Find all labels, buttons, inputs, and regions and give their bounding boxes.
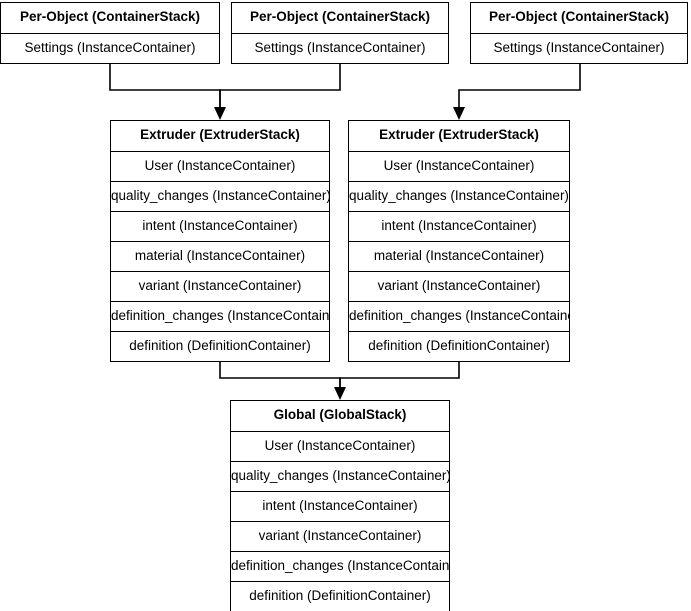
node-header: Extruder (ExtruderStack) <box>379 127 539 142</box>
node-row: definition (DefinitionContainer) <box>111 331 329 361</box>
arrowhead-extruder-1 <box>214 107 226 120</box>
edge-per-object-3-to-extruder-2 <box>458 62 581 112</box>
node-row: User (InstanceContainer) <box>349 151 569 181</box>
node-header: Global (GlobalStack) <box>273 407 407 422</box>
node-extruder-1[interactable]: Extruder (ExtruderStack) User (InstanceC… <box>110 120 330 362</box>
node-header: Extruder (ExtruderStack) <box>140 127 300 142</box>
node-header: Per-Object (ContainerStack) <box>249 9 431 24</box>
node-row: quality_changes (InstanceContainer) <box>111 181 329 211</box>
node-row: intent (InstanceContainer) <box>111 211 329 241</box>
node-row: intent (InstanceContainer) <box>349 211 569 241</box>
node-row: variant (InstanceContainer) <box>111 271 329 301</box>
node-row: Settings (InstanceContainer) <box>1 33 219 63</box>
node-row: User (InstanceContainer) <box>231 431 449 461</box>
node-extruder-2[interactable]: Extruder (ExtruderStack) User (InstanceC… <box>348 120 570 362</box>
edge-per-object-2-to-extruder-1 <box>219 62 341 112</box>
node-row: material (InstanceContainer) <box>111 241 329 271</box>
arrowhead-extruder-2 <box>453 107 465 120</box>
edge-extruder-2-to-global <box>339 360 460 392</box>
node-per-object-1[interactable]: Per-Object (ContainerStack) Settings (In… <box>0 2 220 64</box>
node-row: Settings (InstanceContainer) <box>232 33 448 63</box>
node-row: definition (DefinitionContainer) <box>231 581 449 611</box>
node-header: Per-Object (ContainerStack) <box>488 9 670 24</box>
edge-per-object-1-to-extruder-1 <box>109 62 221 112</box>
arrowhead-global <box>334 387 346 400</box>
node-row: User (InstanceContainer) <box>111 151 329 181</box>
node-row: definition_changes (InstanceContainer) <box>231 551 449 581</box>
node-header: Per-Object (ContainerStack) <box>19 9 201 24</box>
node-row: definition (DefinitionContainer) <box>349 331 569 361</box>
node-row: quality_changes (InstanceContainer) <box>231 461 449 491</box>
node-row: quality_changes (InstanceContainer) <box>349 181 569 211</box>
node-per-object-3[interactable]: Per-Object (ContainerStack) Settings (In… <box>470 2 688 64</box>
node-row: definition_changes (InstanceContainer) <box>111 301 329 331</box>
node-per-object-2[interactable]: Per-Object (ContainerStack) Settings (In… <box>231 2 449 64</box>
edge-extruder-1-to-global <box>219 360 341 392</box>
node-row: material (InstanceContainer) <box>349 241 569 271</box>
node-row: definition_changes (InstanceContainer) <box>349 301 569 331</box>
node-row: variant (InstanceContainer) <box>231 521 449 551</box>
node-row: variant (InstanceContainer) <box>349 271 569 301</box>
node-global[interactable]: Global (GlobalStack) User (InstanceConta… <box>230 400 450 611</box>
node-row: Settings (InstanceContainer) <box>471 33 687 63</box>
node-row: intent (InstanceContainer) <box>231 491 449 521</box>
